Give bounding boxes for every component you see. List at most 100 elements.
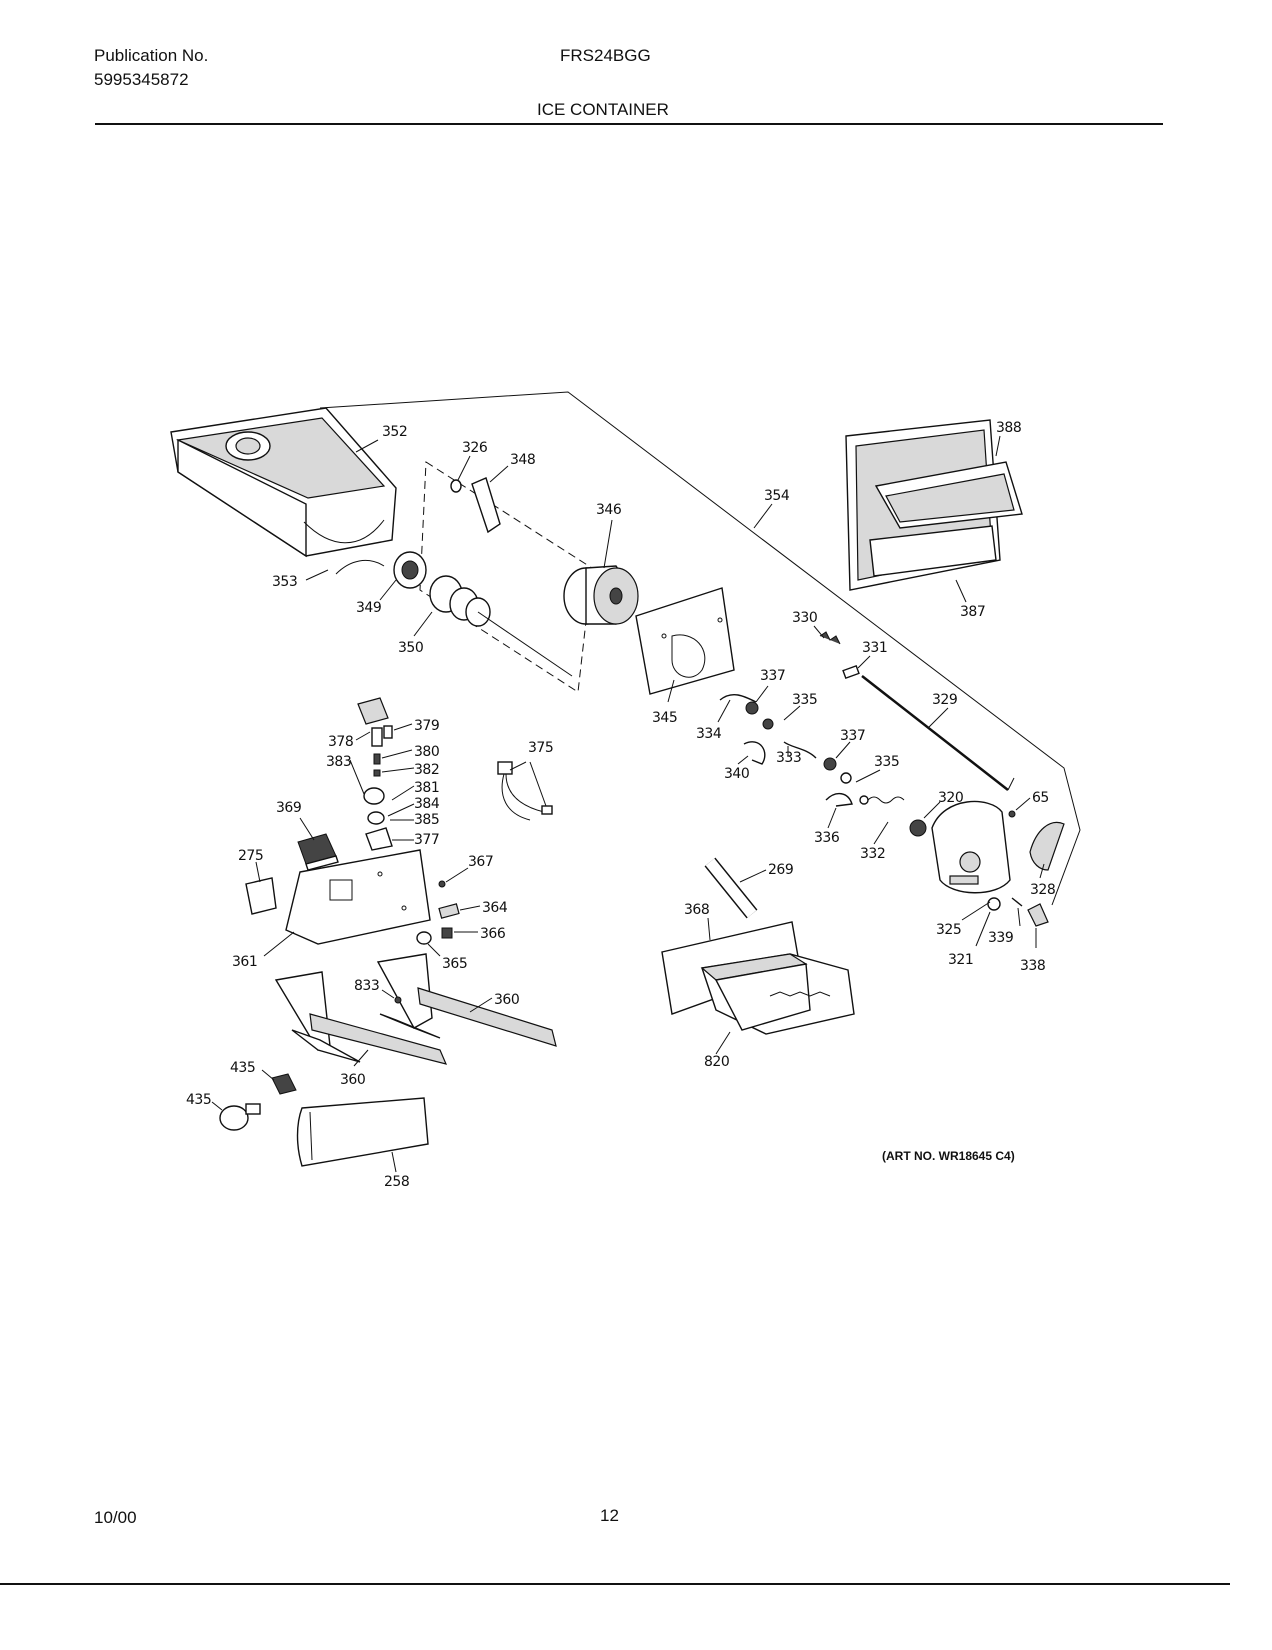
callout-275: 275 [238, 848, 263, 864]
callout-346: 346 [596, 502, 622, 518]
clip-part [471, 477, 501, 534]
callout-361: 361 [232, 954, 257, 970]
callout-337b: 337 [840, 728, 865, 744]
callout-337a: 337 [760, 668, 785, 684]
container-wire [335, 559, 385, 575]
linkage-rod [861, 675, 1009, 791]
callout-354: 354 [764, 488, 790, 504]
callout-269: 269 [768, 862, 793, 878]
callout-833: 833 [354, 978, 379, 994]
publication-label: Publication No. [94, 46, 209, 65]
assembly-bracket-line [319, 391, 1081, 906]
screw-833 [394, 996, 402, 1004]
gear-part [909, 819, 927, 837]
art-number: (ART NO. WR18645 C4) [882, 1149, 1015, 1163]
callout-331: 331 [862, 640, 887, 656]
callout-365: 365 [442, 956, 467, 972]
callout-385: 385 [414, 812, 439, 828]
callout-388: 388 [996, 420, 1021, 436]
callout-65: 65 [1032, 790, 1049, 806]
callout-329: 329 [932, 692, 957, 708]
callout-335b: 335 [874, 754, 899, 770]
coil-spring [867, 796, 905, 804]
callout-333: 333 [776, 750, 801, 766]
callout-367: 367 [468, 854, 493, 870]
bearing-b [823, 757, 837, 771]
support-rail-right [376, 953, 557, 1047]
lens-cover [296, 1097, 429, 1167]
callout-335a: 335 [792, 692, 817, 708]
callout-360a: 360 [340, 1072, 365, 1088]
crank-arm [743, 741, 766, 765]
auger-motor [563, 565, 639, 625]
cover-panel [245, 877, 277, 915]
dispenser-door-frame [845, 419, 1023, 591]
callout-325: 325 [936, 922, 961, 938]
callout-328: 328 [1030, 882, 1055, 898]
pin-339 [1011, 897, 1023, 907]
callout-352: 352 [382, 424, 407, 440]
switch-366 [441, 927, 453, 939]
publication-date: 10/00 [94, 1508, 137, 1527]
callout-numbers: 352 326 348 346 354 388 387 353 349 350 … [186, 420, 1056, 1190]
motor-group-outline [419, 461, 593, 693]
model-number: FRS24BGG [560, 46, 651, 65]
header-divider [95, 123, 1163, 125]
callout-383: 383 [326, 754, 351, 770]
callout-435a: 435 [230, 1060, 255, 1076]
callout-375: 375 [528, 740, 553, 756]
bracket-338 [1027, 903, 1049, 927]
callout-330: 330 [792, 610, 817, 626]
publication-number: 5995345872 [94, 70, 189, 89]
callout-332: 332 [860, 846, 885, 862]
callout-366: 366 [480, 926, 506, 942]
callout-348: 348 [510, 452, 535, 468]
callout-368: 368 [684, 902, 709, 918]
linkage-clip [842, 664, 860, 680]
callout-379: 379 [414, 718, 439, 734]
callout-380: 380 [414, 744, 439, 760]
spring-link [783, 741, 817, 759]
screw-part [450, 479, 462, 493]
washer-c [859, 795, 869, 805]
light-bulb [219, 1103, 261, 1131]
callout-336: 336 [814, 830, 840, 846]
actuator-arm [825, 793, 853, 807]
solenoid-assembly [357, 697, 393, 851]
cam-link [719, 693, 757, 703]
motor-mounting-plate [635, 587, 735, 695]
screw-367 [438, 880, 446, 888]
callout-387: 387 [960, 604, 985, 620]
callout-364: 364 [482, 900, 508, 916]
grommet-365 [416, 931, 432, 945]
control-bracket [285, 849, 431, 945]
fill-tube [704, 857, 758, 919]
ice-maker-assembly [661, 921, 855, 1035]
screw-65 [1008, 810, 1016, 818]
callout-321: 321 [948, 952, 973, 968]
wiring-harness [497, 761, 553, 821]
callout-345: 345 [652, 710, 677, 726]
section-title: ICE CONTAINER [537, 100, 669, 119]
callout-382: 382 [414, 762, 439, 778]
callout-820: 820 [704, 1054, 729, 1070]
callout-349: 349 [356, 600, 381, 616]
callout-435b: 435 [186, 1092, 211, 1108]
footer-divider [0, 1583, 1230, 1585]
cover-plate [1029, 821, 1065, 871]
callout-326: 326 [462, 440, 488, 456]
callout-369: 369 [276, 800, 301, 816]
ice-container-bucket [170, 407, 397, 558]
callout-381: 381 [414, 780, 439, 796]
callout-258: 258 [384, 1174, 409, 1190]
callout-320: 320 [938, 790, 963, 806]
washer-a [762, 718, 774, 730]
washer-b [840, 772, 852, 784]
drive-coupler [393, 551, 427, 589]
connector-364 [438, 903, 460, 919]
callout-378: 378 [328, 734, 353, 750]
callout-350: 350 [398, 640, 423, 656]
auger-spring [429, 575, 573, 677]
bearing-a [745, 701, 759, 715]
page-number: 12 [600, 1506, 619, 1525]
